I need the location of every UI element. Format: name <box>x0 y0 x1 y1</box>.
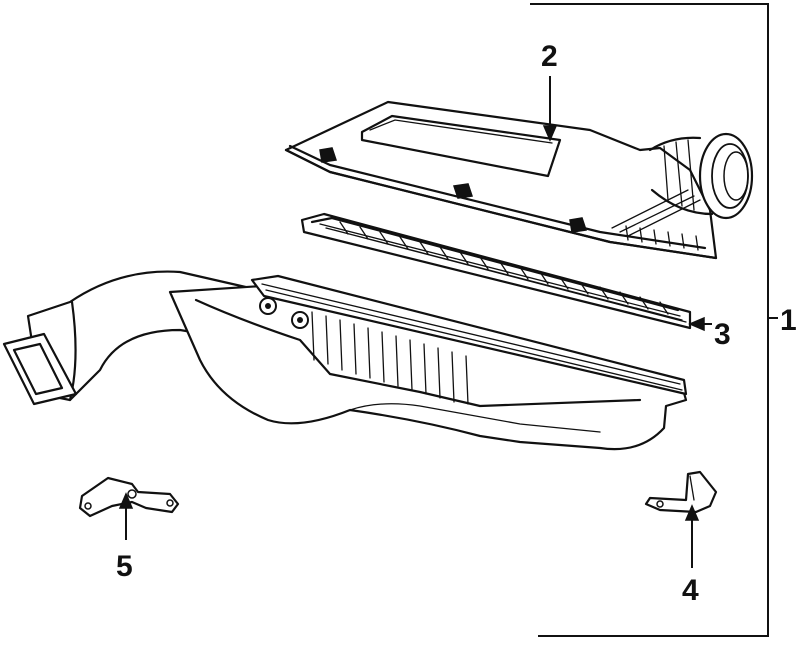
upper-housing-cover <box>284 100 754 260</box>
air-filter-element <box>300 212 692 330</box>
lower-housing <box>2 270 688 451</box>
callout-1: 1 <box>780 304 797 337</box>
callout-3: 3 <box>714 318 731 351</box>
callout-5: 5 <box>116 550 133 583</box>
bracket-right <box>644 470 718 514</box>
leader-lines <box>118 76 712 568</box>
callout-4: 4 <box>682 574 699 607</box>
callout-2: 2 <box>541 40 558 73</box>
assembly-bracket <box>530 3 778 637</box>
bracket-left <box>78 476 180 518</box>
